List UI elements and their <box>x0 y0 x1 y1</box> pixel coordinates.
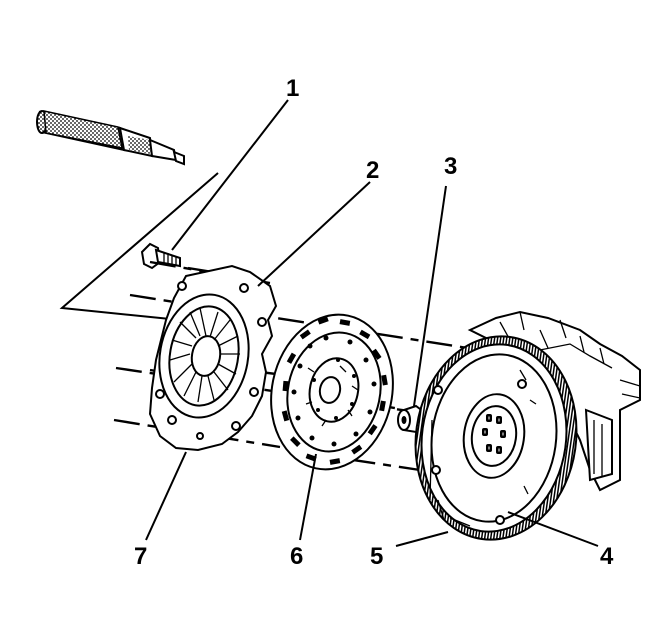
leader-5 <box>395 531 449 547</box>
leader-7 <box>145 451 187 541</box>
callout-1: 1 <box>286 75 299 102</box>
callout-7: 7 <box>134 543 147 570</box>
leader-2 <box>257 181 371 287</box>
callout-6: 6 <box>290 543 303 570</box>
callout-4: 4 <box>600 543 614 570</box>
pressure-plate <box>148 264 278 452</box>
callout-3: 3 <box>444 153 457 180</box>
leader-6 <box>299 453 317 541</box>
callout-2: 2 <box>366 157 379 184</box>
leader-1 <box>171 99 289 251</box>
callout-5: 5 <box>370 543 383 570</box>
leader-4 <box>507 511 599 547</box>
clutch-alignment-tool <box>36 110 185 166</box>
clutch-disc <box>270 313 394 471</box>
flywheel <box>414 335 578 541</box>
leader-3 <box>413 185 447 407</box>
tool-leader-line <box>59 172 219 323</box>
callout-leaders <box>145 99 599 547</box>
